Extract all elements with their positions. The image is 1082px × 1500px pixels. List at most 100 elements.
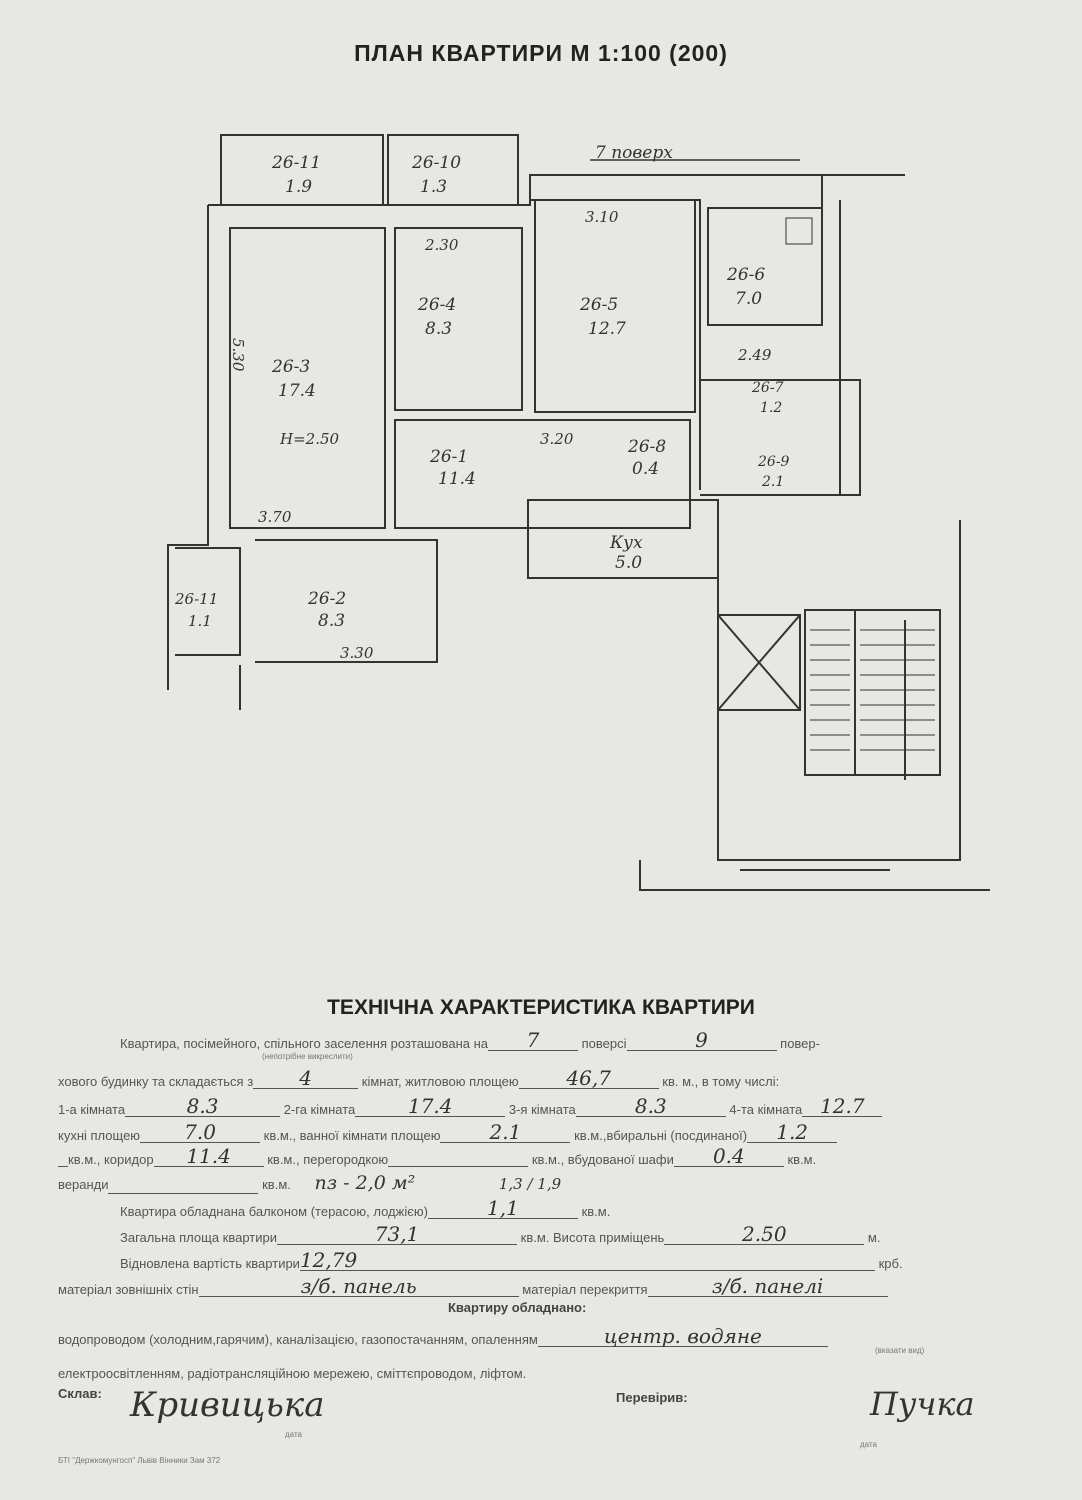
corridor-value: 11.4 [153, 1146, 264, 1167]
room-id: 26-3 [271, 357, 310, 377]
label: крб. [878, 1256, 903, 1271]
tech-title: ТЕХНІЧНА ХАРАКТЕРИСТИКА КВАРТИРИ [327, 996, 755, 1019]
floors-total-value: 9 [626, 1030, 777, 1051]
room-area: 12.7 [588, 319, 626, 339]
label: Квартира, посімейного, спільного заселен… [120, 1036, 489, 1051]
room-area: 1.3 [420, 177, 447, 197]
dimension: 3.20 [540, 430, 574, 448]
label: кухні площею [58, 1128, 141, 1143]
room-area: 1.1 [188, 612, 212, 630]
room-area: 1.2 [760, 400, 782, 416]
room-area: 1.9 [285, 177, 312, 197]
room-id: 26-6 [726, 265, 765, 285]
label: кв. м., в тому числі: [662, 1074, 780, 1089]
room2-value: 17.4 [355, 1096, 506, 1117]
dimension: 3.30 [340, 644, 374, 662]
room4-value: 12.7 [802, 1096, 883, 1117]
room-id: 26-11 [174, 590, 218, 608]
label: повер- [780, 1036, 820, 1051]
checked-label: Перевірив: [616, 1390, 688, 1405]
note: (непотрібне викреслити) [262, 1052, 353, 1061]
label: кв.м., ванної кімнати площею [263, 1128, 441, 1143]
room3-value: 8.3 [575, 1096, 726, 1117]
dimension: 3.10 [585, 208, 619, 226]
room-id: 26-2 [307, 589, 346, 609]
balcony-extra-note: 1,3 / 1,9 [498, 1175, 562, 1193]
label: 1-а кімната [58, 1102, 126, 1117]
note: (вказати вид) [875, 1346, 925, 1355]
label: хового будинку та складається з [58, 1074, 254, 1089]
floor-note: 7 поверх [595, 143, 673, 163]
label: кв.м. [787, 1152, 817, 1167]
room-id: 26-5 [579, 295, 618, 315]
form-line-7: Квартира обладнана балконом (терасою, ло… [120, 1198, 610, 1219]
form-line-1: Квартира, посімейного, спільного заселен… [120, 1030, 820, 1051]
date-label: дата [860, 1440, 877, 1449]
composed-signature: Кривицька [130, 1385, 325, 1425]
dimension: 2.49 [737, 346, 772, 364]
floor-plan-drawing: 7 поверх 26-11 1.9 26-10 1.3 26-4 8.3 26-5 1… [167, 134, 990, 891]
room-area: 2.1 [761, 474, 784, 490]
room-id: 26-1 [429, 447, 468, 467]
cost-value: 12,79 [299, 1250, 875, 1271]
date-label: дата [285, 1430, 302, 1439]
label: кімнат, житловою площею [361, 1074, 519, 1089]
room-id: Кух [609, 533, 643, 553]
label: кв.м., перегородкою [267, 1152, 389, 1167]
room-id: 26-8 [627, 437, 666, 457]
label: кв.м.,вбиральні (посдинаної) [574, 1128, 748, 1143]
form-line-6: веранди кв.м. пз - 2,0 м² 1,3 / 1,9 [58, 1172, 561, 1194]
closet-value: 0.4 [673, 1146, 784, 1167]
label: водопроводом (холодним,гарячим), каналіз… [58, 1332, 538, 1347]
room-area: 11.4 [438, 469, 476, 489]
plan-title: ПЛАН КВАРТИРИ М 1:100 (200) [354, 40, 728, 66]
label: кв.м., вбудованої шафи [531, 1152, 674, 1167]
composed-label: Склав: [58, 1386, 102, 1401]
label: Загальна площа квартири [120, 1230, 278, 1245]
dimension: 3.70 [258, 508, 292, 526]
label: Відновлена вартість квартири [120, 1256, 300, 1271]
total-area-value: 73,1 [277, 1224, 518, 1245]
rooms-count-value: 4 [253, 1068, 359, 1089]
height-value: 2.50 [664, 1224, 865, 1245]
label: матеріал перекриття [522, 1282, 648, 1297]
label: м. [867, 1230, 881, 1245]
living-area-value: 46,7 [518, 1068, 659, 1089]
floor-value: 7 [488, 1030, 579, 1051]
walls [167, 134, 990, 891]
room-id: 26-4 [417, 295, 456, 315]
label: кв.м. Висота приміщень [520, 1230, 665, 1245]
label: кв.м. [581, 1204, 611, 1219]
room-area: 8.3 [318, 611, 345, 631]
room-id: 26-9 [757, 454, 790, 470]
room-id: 26-10 [411, 153, 461, 173]
room1-value: 8.3 [125, 1096, 281, 1117]
kitchen-value: 7.0 [140, 1122, 261, 1143]
bath-value: 2.1 [440, 1122, 571, 1143]
label: 2-га кімната [283, 1102, 356, 1117]
room-area: 8.3 [425, 319, 452, 339]
balcony-value: 1,1 [427, 1198, 578, 1219]
room-id: 26-11 [271, 153, 321, 173]
storage-note: пз - 2,0 м² [314, 1172, 416, 1194]
dimension-labels: 3.10 2.30 2.49 3.20 Н=2.50 3.70 3.30 5.3… [229, 208, 772, 662]
room-area: 17.4 [278, 381, 316, 401]
dimension: 2.30 [424, 236, 459, 254]
label: поверсі [581, 1036, 627, 1051]
footer-print: БТІ "Держкомунгосп" Львів Вінники Зам 37… [58, 1456, 221, 1465]
label: кв.м., коридор [68, 1152, 154, 1167]
room-id: 26-7 [751, 380, 784, 396]
label: 3-я кімната [508, 1102, 576, 1117]
equipped-heading: Квартиру обладнано: [448, 1300, 587, 1315]
form-line-9: Відновлена вартість квартири12,79 крб. [120, 1250, 903, 1271]
label: кв.м. [262, 1177, 291, 1192]
dimension: Н=2.50 [279, 430, 340, 448]
checked-signature: Пучка [870, 1385, 975, 1423]
label: матеріал зовнішніх стін [58, 1282, 199, 1297]
